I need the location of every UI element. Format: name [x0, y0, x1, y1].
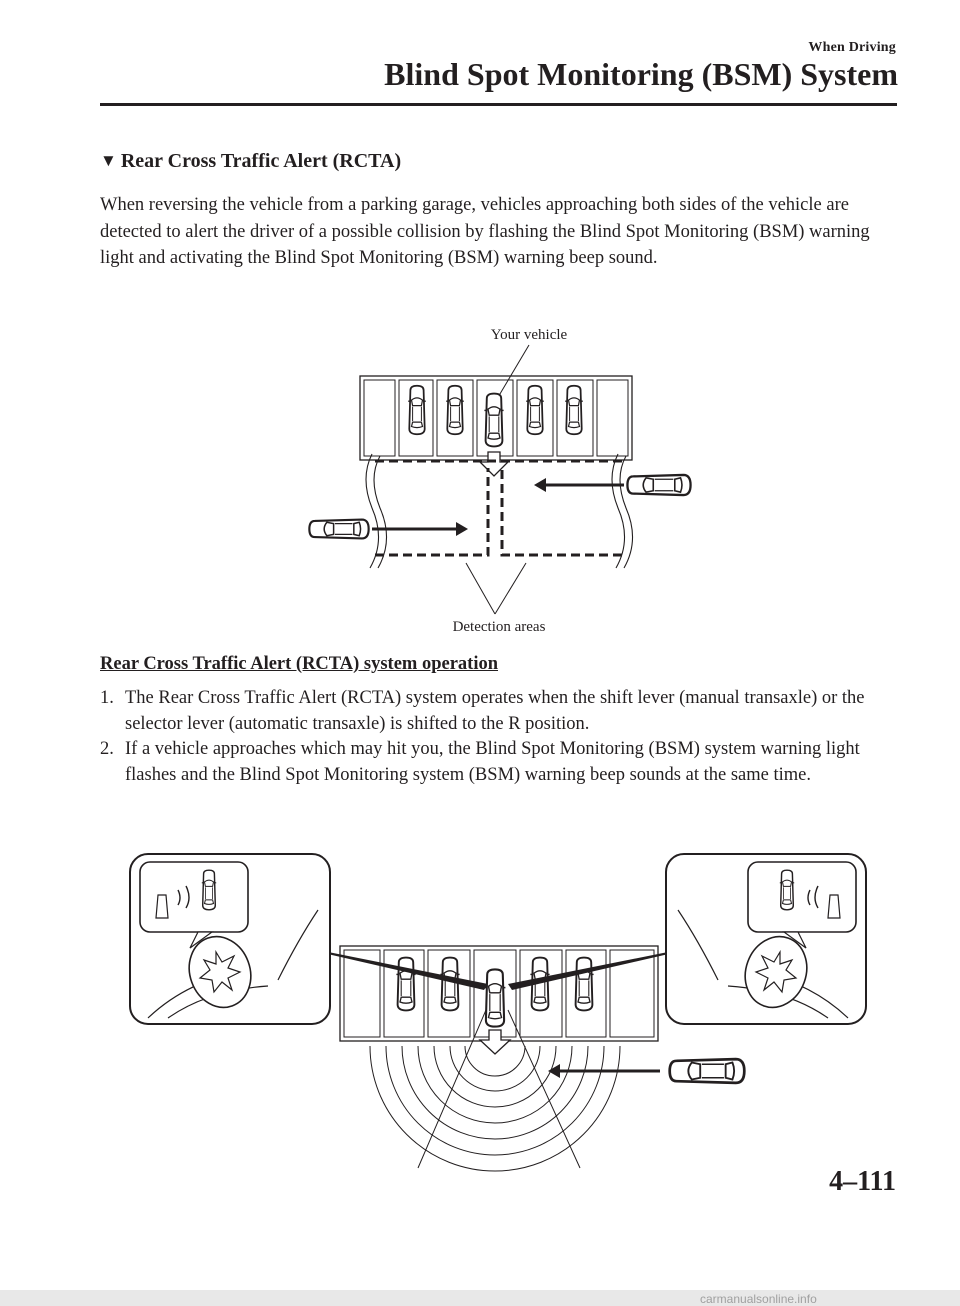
detection-leader [417, 1009, 487, 1169]
arrowhead-left-icon [548, 1064, 560, 1078]
chapter-label: When Driving [808, 40, 896, 55]
step-text: The Rear Cross Traffic Alert (RCTA) syst… [125, 688, 865, 734]
reverse-arrow-icon [478, 451, 510, 477]
approaching-car-left [308, 518, 370, 540]
parked-car [395, 956, 417, 1012]
your-vehicle-car [483, 968, 507, 1028]
step-number: 2. [100, 739, 114, 759]
arrowhead-right-icon [456, 522, 468, 536]
road-edge-lines [365, 453, 634, 569]
approaching-car-right [626, 473, 692, 497]
arrowhead-left-icon [534, 478, 546, 492]
intro-paragraph: When reversing the vehicle from a parkin… [100, 195, 870, 268]
left-mirror-view [129, 853, 331, 1025]
sensor-wave-arcs [369, 1045, 621, 1172]
rcta-operation-diagram [129, 853, 867, 1172]
section-heading-text: Rear Cross Traffic Alert (RCTA) [120, 150, 402, 172]
detection-leader [507, 1009, 581, 1169]
reverse-arrow-icon [478, 1029, 512, 1055]
list-item: 1. The Rear Cross Traffic Alert (RCTA) s… [100, 686, 900, 737]
warning-flash-icon [754, 949, 798, 994]
page-title: Blind Spot Monitoring (BSM) System [384, 56, 898, 92]
parked-car [445, 384, 465, 436]
parked-car [525, 384, 545, 436]
rcta-detection-diagram: Your vehicle Detection areas [308, 327, 692, 635]
detection-area-lines [375, 459, 622, 557]
header-divider [100, 103, 897, 106]
page-number: 4–111 [829, 1166, 896, 1197]
step-number: 1. [100, 688, 114, 708]
right-mirror-view [665, 853, 867, 1025]
footer-bar [0, 1290, 960, 1306]
parked-car [564, 384, 584, 436]
parked-car [407, 384, 427, 436]
step-text: If a vehicle approaches which may hit yo… [125, 739, 860, 785]
section-heading: ▼Rear Cross Traffic Alert (RCTA) [100, 150, 401, 173]
warning-flash-icon [198, 949, 242, 994]
parked-car [573, 956, 595, 1012]
your-vehicle-car [483, 392, 505, 448]
detection-areas-leader [465, 562, 496, 615]
list-item: 2. If a vehicle approaches which may hit… [100, 737, 900, 788]
detection-areas-leader [494, 562, 527, 615]
detection-areas-label: Detection areas [453, 619, 546, 635]
operation-subheading: Rear Cross Traffic Alert (RCTA) system o… [100, 654, 499, 674]
approaching-car [668, 1057, 746, 1085]
operation-steps: 1. The Rear Cross Traffic Alert (RCTA) s… [100, 686, 900, 788]
watermark: carmanualsonline.info [700, 1292, 817, 1306]
down-triangle-icon: ▼ [100, 151, 117, 170]
your-vehicle-label: Your vehicle [491, 327, 568, 343]
parked-car [439, 956, 461, 1012]
